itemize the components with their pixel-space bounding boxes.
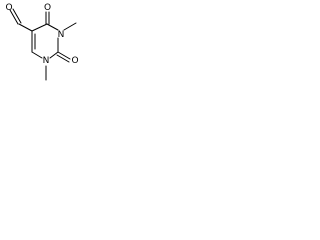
- atom-o-c2: O: [71, 56, 78, 66]
- bond-lines: [9, 8, 77, 81]
- atom-n3: N: [58, 30, 65, 40]
- atom-o-aldehyde: O: [5, 3, 12, 13]
- bond-c5-c4: [31, 23, 48, 32]
- bond-c4-n3: [46, 23, 59, 31]
- bond-aldehyde-co-1: [9, 9, 19, 25]
- atom-o-c4: O: [44, 3, 51, 13]
- bond-aldehyde-c5: [18, 23, 33, 32]
- bond-c2-n1: [49, 51, 59, 59]
- bond-n3-methyl: [63, 22, 77, 31]
- atom-labels: O O N O N: [5, 3, 78, 66]
- bond-aldehyde-co-2: [12, 8, 22, 24]
- atom-n1: N: [43, 56, 50, 66]
- structure-diagram: O O N O N: [5, 3, 79, 81]
- bond-c2-o2-2: [56, 54, 70, 63]
- bond-n1-c6: [31, 51, 43, 59]
- bond-c2-o2-1: [57, 51, 71, 60]
